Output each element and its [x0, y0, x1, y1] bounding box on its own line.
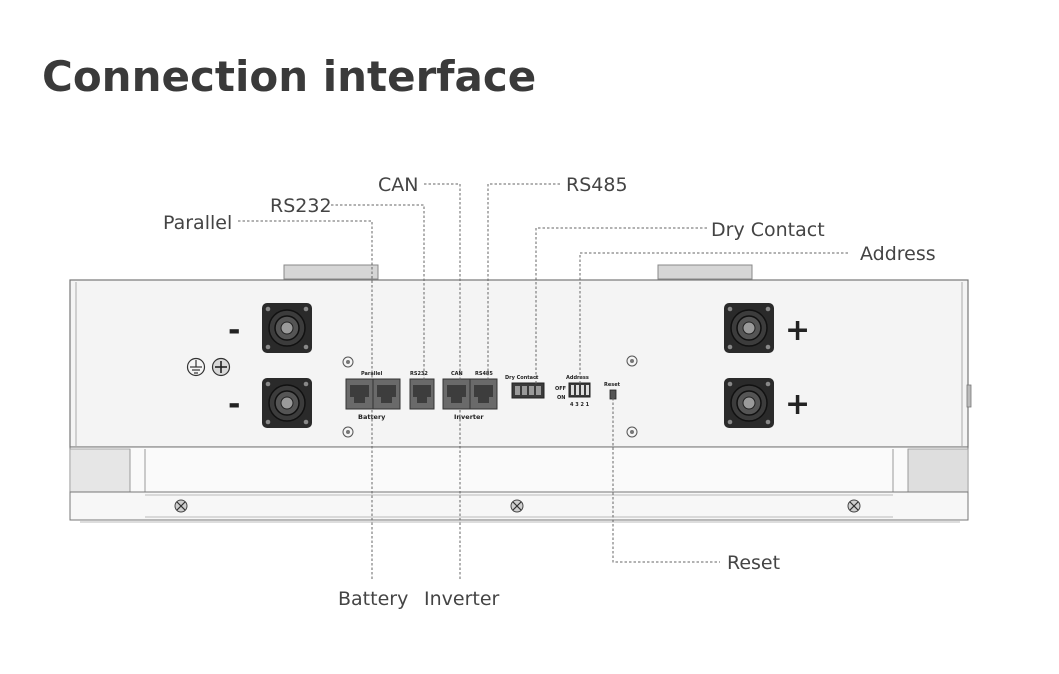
dry-contact-terminal — [511, 382, 545, 399]
screw-icon — [510, 499, 524, 513]
panel-label-on: ON — [557, 395, 565, 401]
power-connector-icon — [724, 378, 774, 428]
leader-parallel — [238, 220, 373, 380]
side-latch — [966, 384, 972, 408]
positive-sign-top: + — [785, 313, 810, 348]
reset-button-icon — [609, 389, 617, 400]
panel-screw-icon — [342, 356, 354, 368]
callout-battery: Battery — [338, 588, 408, 610]
top-handle-left — [283, 264, 379, 280]
bottom-rail — [69, 491, 969, 521]
leader-reset — [612, 398, 720, 563]
panel-label-dip-numbers: 4 3 2 1 — [570, 402, 590, 408]
screw-icon — [174, 499, 188, 513]
power-connector-icon — [262, 303, 312, 353]
callout-can: CAN — [378, 174, 418, 196]
panel-label-dry-contact: Dry Contact — [505, 375, 539, 381]
panel-label-address: Address — [566, 375, 589, 381]
panel-label-inverter: Inverter — [454, 413, 484, 421]
positive-sign-bottom: + — [785, 387, 810, 422]
ground-screw-icon — [211, 357, 231, 377]
rj45-port-icon — [409, 378, 435, 410]
callout-dry-contact: Dry Contact — [711, 219, 825, 241]
panel-label-rs232: RS232 — [410, 371, 428, 377]
dip-switch-icon — [568, 382, 591, 398]
page-title: Connection interface — [42, 52, 537, 101]
panel-label-off: OFF — [555, 386, 566, 392]
leader-address — [579, 252, 848, 384]
panel-screw-icon — [626, 355, 638, 367]
panel-label-parallel: Parallel — [361, 371, 383, 377]
callout-reset: Reset — [727, 552, 780, 574]
screw-icon — [847, 499, 861, 513]
leader-can — [424, 183, 461, 380]
panel-screw-icon — [626, 426, 638, 438]
negative-sign-bottom: - — [228, 387, 240, 422]
panel-label-can: CAN — [451, 371, 463, 377]
leader-rs485 — [487, 183, 560, 380]
callout-rs232: RS232 — [270, 195, 332, 217]
callout-inverter: Inverter — [424, 588, 500, 610]
negative-sign-top: - — [228, 313, 240, 348]
panel-label-reset: Reset — [604, 382, 621, 388]
power-connector-icon — [724, 303, 774, 353]
power-connector-icon — [262, 378, 312, 428]
leader-dry-contact — [535, 227, 707, 384]
ground-icon — [186, 357, 206, 377]
rj45-port-icon — [442, 378, 498, 410]
panel-label-rs485: RS485 — [475, 371, 493, 377]
lower-trim — [69, 446, 969, 493]
front-panel — [69, 279, 969, 448]
callout-rs485: RS485 — [566, 174, 628, 196]
panel-screw-icon — [342, 426, 354, 438]
top-handle-right — [657, 264, 753, 280]
callout-address: Address — [860, 243, 936, 265]
rj45-port-icon — [345, 378, 401, 410]
callout-parallel: Parallel — [163, 212, 232, 234]
